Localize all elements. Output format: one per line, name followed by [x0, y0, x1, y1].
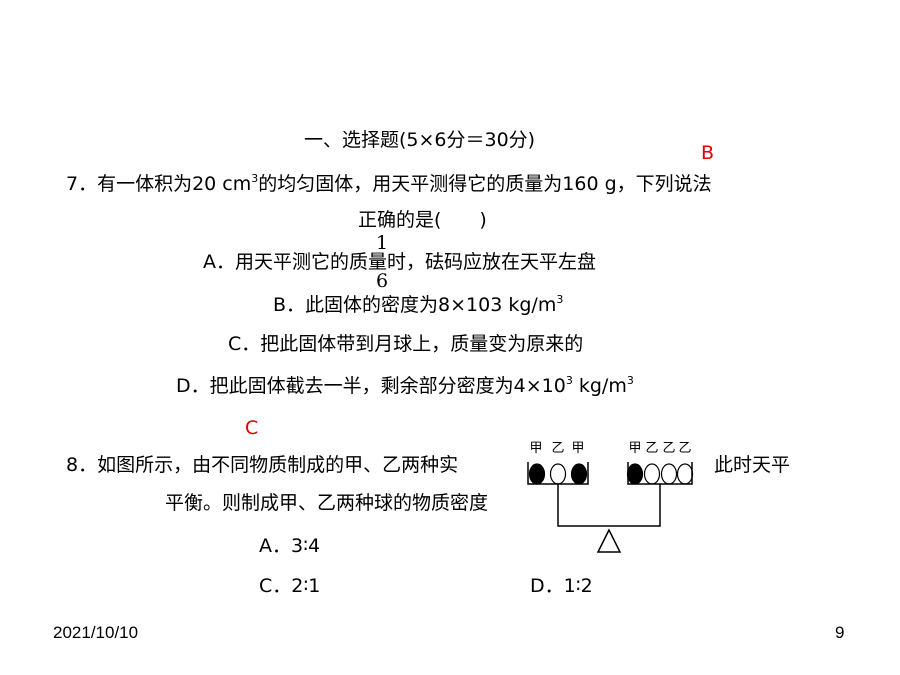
q7-option-d: D．把此固体截去一半，剩余部分密度为4×103 kg/m3	[176, 374, 634, 397]
ball-yi	[660, 463, 678, 485]
right-pan-label: 乙	[645, 441, 658, 456]
q8-answer: C	[245, 417, 259, 439]
left-pan-label: 乙	[551, 441, 564, 456]
ball-jia	[528, 463, 546, 485]
q7-option-b: B．此固体的密度为8×103 kg/m3	[273, 293, 564, 316]
q7-stem-line2: 正确的是( )	[358, 209, 487, 231]
right-pan-label: 乙	[678, 441, 691, 456]
ball-yi	[643, 463, 661, 485]
q8-stem-end: ，此时天平	[695, 454, 791, 476]
left-pan-label: 甲	[529, 441, 542, 456]
ball-yi	[676, 463, 694, 485]
q8-option-c: C．2∶1	[259, 575, 321, 597]
q7-option-c: C．把此固体带到月球上，质量变为原来的	[228, 333, 584, 355]
left-pan-label: 甲	[571, 441, 584, 456]
right-pan-label: 甲	[628, 441, 641, 456]
q8-option-d: D．1∶2	[530, 575, 593, 597]
footer-page-number: 9	[835, 623, 845, 642]
q7-fraction-denominator: 6	[376, 270, 389, 292]
ball-jia	[626, 463, 644, 485]
footer-date: 2021/10/10	[53, 623, 139, 642]
right-pan-label: 乙	[662, 441, 675, 456]
q7-answer: B	[701, 142, 715, 164]
q8-stem-line2: 平衡。则制成甲、乙两种球的物质密度	[165, 492, 489, 514]
q7-stem: 7．有一体积为20 cm3的均匀固体，用天平测得它的质量为160 g，下列说法	[66, 172, 712, 195]
q8-option-a: A．3∶4	[259, 535, 321, 557]
q8-stem-start: 8．如图所示，由不同物质制成的甲、乙两种实	[66, 454, 459, 476]
ball-yi	[549, 463, 567, 485]
balance-fulcrum	[596, 528, 622, 553]
ball-jia	[570, 463, 588, 485]
q7-fraction-numerator: 1	[376, 232, 389, 254]
q7-option-a: A．用天平测它的质量时，砝码应放在天平左盘	[203, 251, 596, 273]
balance-diagram: 甲 乙 甲 甲 乙 乙 乙	[522, 432, 702, 558]
balance-beam	[557, 484, 661, 527]
section-title: 一、选择题(5×6分＝30分)	[304, 129, 536, 151]
